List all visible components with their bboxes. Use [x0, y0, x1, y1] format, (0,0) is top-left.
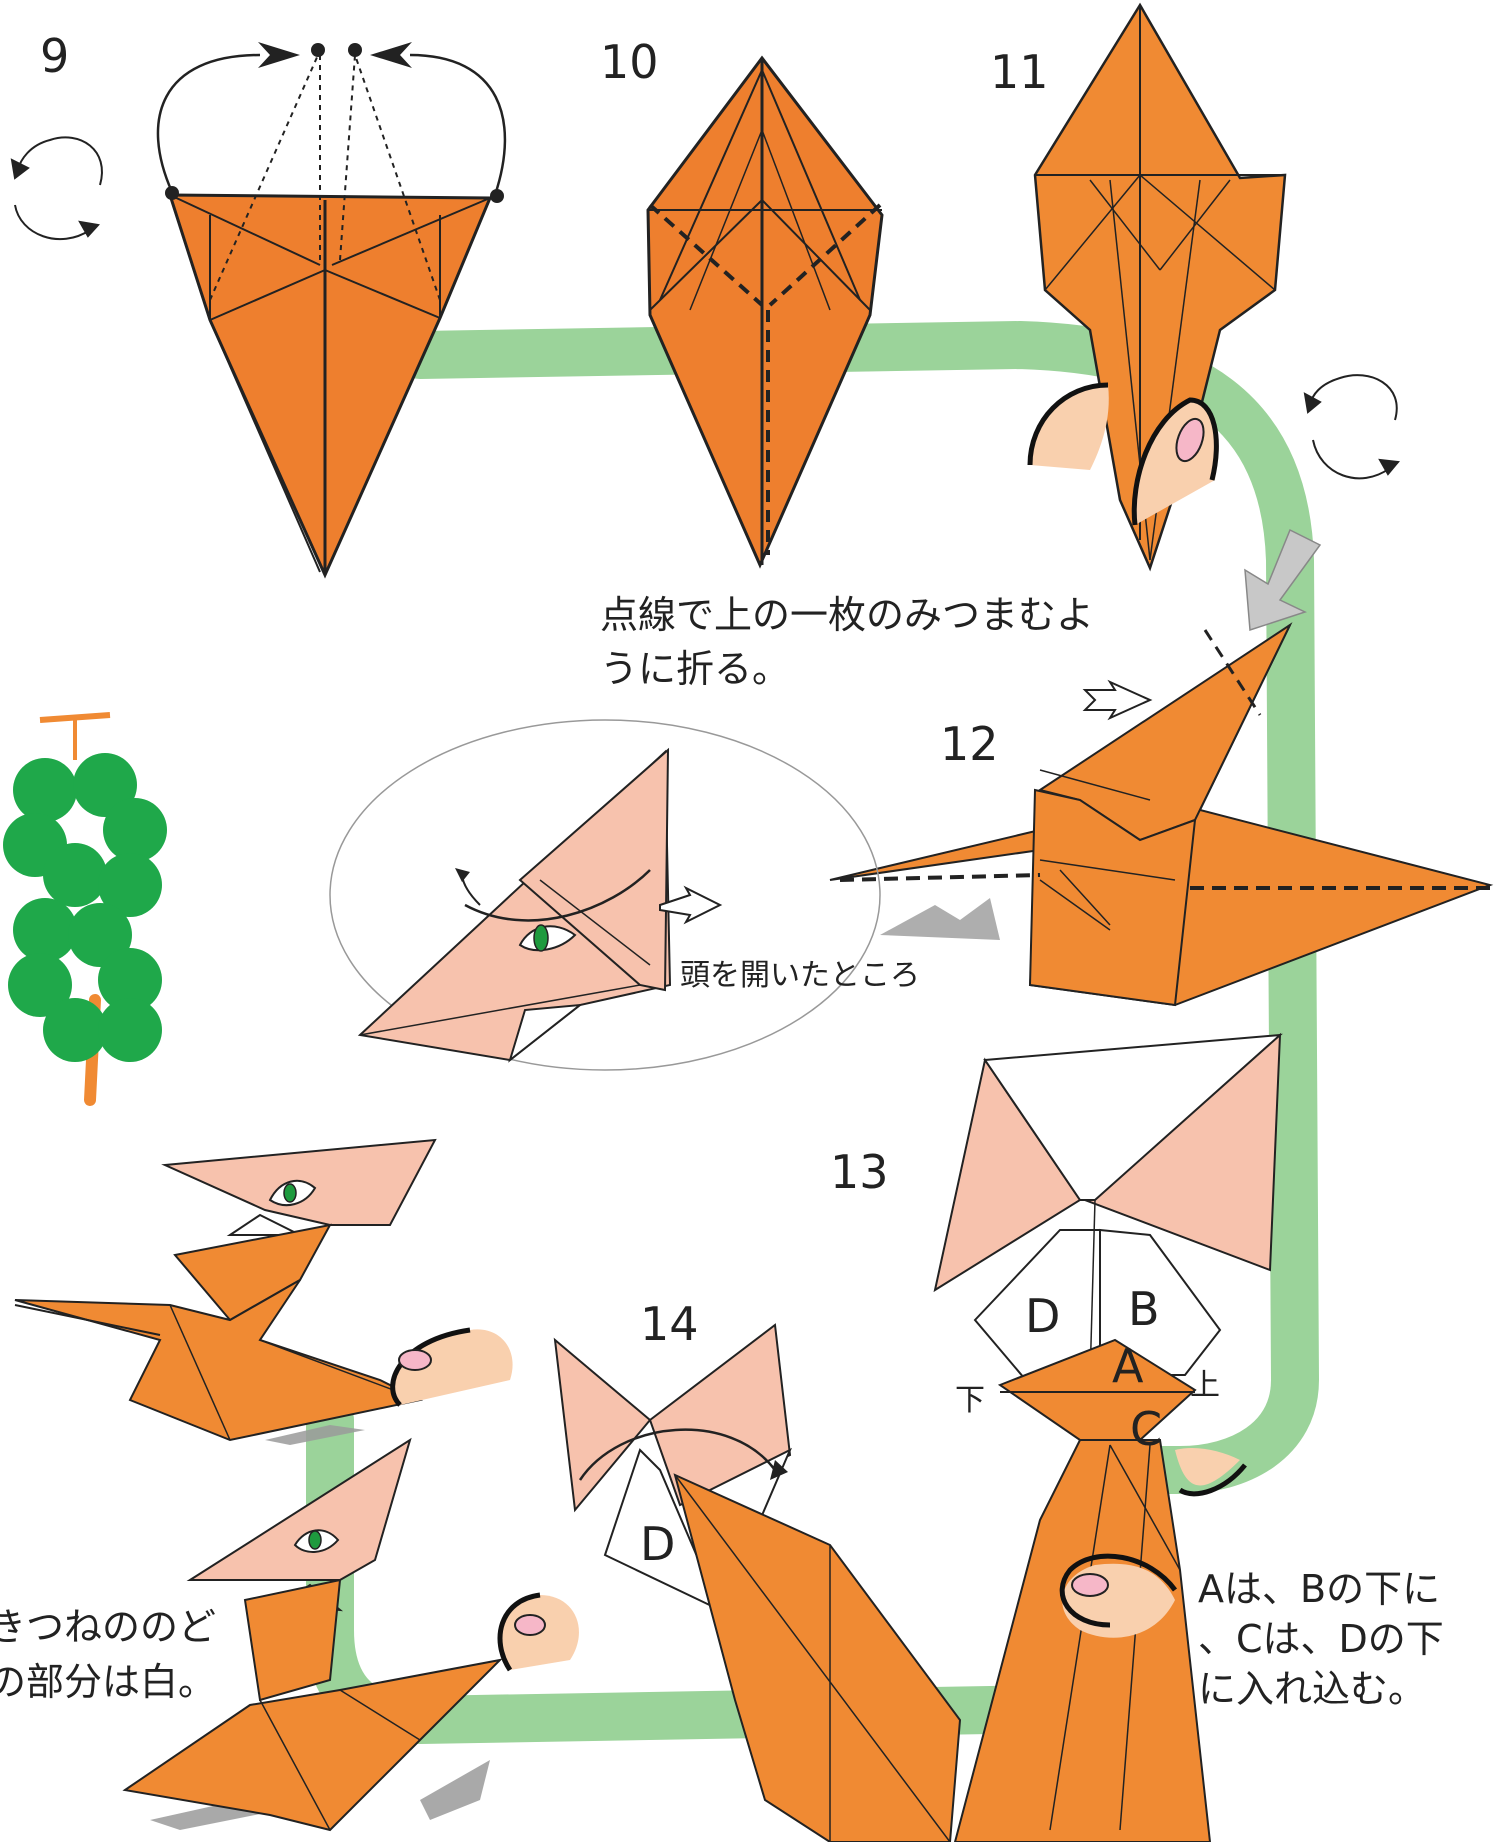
throat-note-line1: きつねののど — [0, 1605, 216, 1649]
label-up: 上 — [1190, 1368, 1220, 1403]
step-12-figure — [830, 625, 1490, 1005]
finished-fox-top — [15, 1140, 513, 1445]
insert-note-line3: に入れ込む。 — [1198, 1667, 1426, 1711]
label-down: 下 — [955, 1383, 985, 1418]
step-number-12: 12 — [940, 717, 999, 771]
fold-instruction-line1: 点線で上の一枚のみつまむよ — [600, 593, 1094, 637]
step-number-11: 11 — [990, 45, 1049, 99]
turn-over-icon — [12, 137, 102, 239]
head-open-inset — [330, 720, 880, 1070]
step-number-14: 14 — [640, 1297, 699, 1351]
label-D-step14: D — [640, 1517, 675, 1571]
insert-note-line1: Aは、Bの下に — [1198, 1567, 1440, 1611]
step-10-figure — [648, 58, 882, 565]
throat-note-line2: の部分は白。 — [0, 1660, 216, 1704]
step-9-figure — [158, 42, 505, 575]
step-number-9: 9 — [40, 29, 69, 83]
label-C: C — [1130, 1402, 1162, 1456]
label-B: B — [1128, 1282, 1160, 1336]
head-open-caption: 頭を開いたところ — [680, 958, 920, 993]
turn-over-icon-right — [1305, 375, 1398, 478]
step-14-figure — [555, 1325, 960, 1842]
insert-note-line2: 、Cは、Dの下 — [1198, 1617, 1444, 1661]
fold-instruction-line2: うに折る。 — [600, 647, 790, 691]
step-number-10: 10 — [600, 35, 659, 89]
label-D-step13: D — [1025, 1289, 1060, 1343]
label-A: A — [1112, 1339, 1144, 1393]
step-number-13: 13 — [830, 1145, 889, 1199]
step-11-figure — [1030, 5, 1285, 568]
grape-cluster — [3, 715, 167, 1100]
